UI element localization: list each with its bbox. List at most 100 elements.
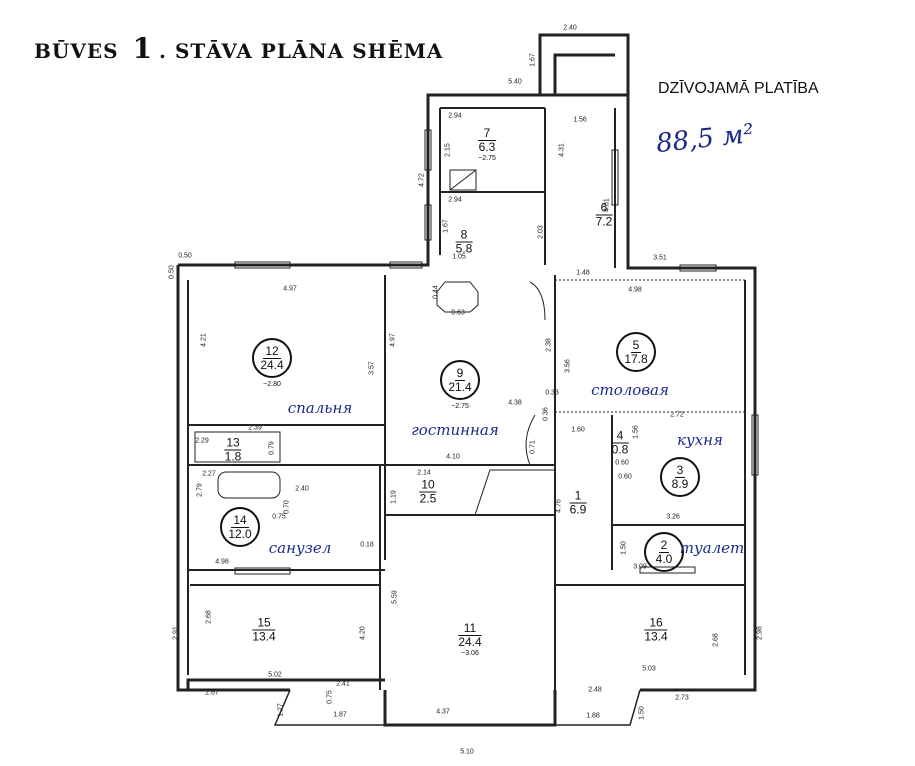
- dimension-label: 2.03: [537, 225, 545, 239]
- room-number: 14: [231, 512, 249, 528]
- dimension-label: 2.29: [195, 437, 209, 445]
- room-area: 13.4: [252, 629, 276, 644]
- dimension-label: 0.50: [178, 252, 192, 260]
- dimension-label: 4.72: [418, 173, 426, 187]
- room-area: 1.8: [224, 449, 242, 464]
- dimension-label: 5.59: [391, 590, 399, 604]
- dimension-label: 2.27: [202, 470, 216, 478]
- room-number: 5: [630, 337, 642, 353]
- dimension-label: 2.68: [205, 610, 213, 624]
- dimension-label: 1.88: [586, 712, 600, 720]
- room-height: ~2.75: [478, 155, 496, 162]
- dimension-label: 2.40: [563, 24, 577, 32]
- dimension-label: 2.67: [205, 689, 219, 697]
- dimension-label: 4.97: [283, 285, 297, 293]
- dimension-label: 3.51: [653, 254, 667, 262]
- dimension-label: 2.73: [675, 694, 689, 702]
- dimension-label: 1.50: [620, 541, 628, 555]
- dimension-label: 3.56: [564, 359, 572, 373]
- room-area: 5.8: [455, 241, 473, 256]
- dimension-label: 0.18: [360, 541, 374, 549]
- dimension-label: 3.57: [368, 361, 376, 375]
- dimension-label: 4.10: [446, 453, 460, 461]
- dimension-label: 2.94: [448, 196, 462, 204]
- dimension-label: 4.97: [389, 333, 397, 347]
- dimension-label: 1.87: [333, 711, 347, 719]
- floor-number: 1: [132, 32, 154, 65]
- room-name: столовая: [591, 381, 669, 399]
- dimension-label: 0.60: [615, 459, 629, 467]
- room-area: 7.2: [595, 214, 613, 229]
- dimension-label: 1.67: [529, 53, 537, 67]
- room-area: 6.3: [478, 140, 496, 154]
- dimension-label: 2.94: [448, 112, 462, 120]
- room-height: ~3.06: [461, 650, 479, 657]
- dimension-label: 2.98: [756, 626, 764, 640]
- room-name: гостинная: [411, 421, 499, 439]
- room-area: 24.4: [458, 635, 482, 649]
- dimension-label: 2.41: [336, 680, 350, 688]
- living-area-label: DZĪVOJAMĀ PLATĪBA: [658, 80, 819, 97]
- dimension-label: 2.15: [444, 143, 452, 157]
- title-text-rest: . STĀVA PLĀNA SHĒMA: [159, 39, 444, 63]
- dimension-label: 1.50: [638, 706, 646, 720]
- dimension-label: 5.02: [268, 671, 282, 679]
- room-number: 2: [658, 537, 670, 553]
- dimension-label: 2.79: [196, 483, 204, 497]
- room-number: 9: [454, 365, 466, 381]
- dimension-label: 0.36: [542, 407, 550, 421]
- room-area: 4.0: [655, 551, 673, 566]
- room-height: ~2.75: [451, 403, 469, 410]
- room-area: 21.4: [448, 379, 472, 394]
- dimension-label: 0.79: [268, 441, 276, 455]
- room-name: кухня: [677, 431, 723, 449]
- windows: [234, 129, 759, 575]
- dimension-label: 2.14: [417, 469, 431, 477]
- dimension-label: 1.60: [571, 426, 585, 434]
- room-area: 8.9: [671, 476, 689, 491]
- dimension-label: 4.21: [200, 333, 208, 347]
- room-area: 12.0: [228, 526, 252, 541]
- room-number: 4: [611, 429, 629, 444]
- room-name: туалет: [679, 539, 745, 557]
- dimension-label: 0.44: [432, 285, 440, 299]
- room-number: 16: [644, 616, 668, 631]
- room-name: спальня: [287, 399, 353, 417]
- dimension-label: 2.40: [295, 485, 309, 493]
- dimension-label: 4.31: [558, 143, 566, 157]
- dimension-label: 1.05: [452, 253, 466, 261]
- dimension-label: 4.98: [628, 286, 642, 294]
- room-area: 2.5: [419, 491, 437, 506]
- dimension-label: 3.26: [666, 513, 680, 521]
- room-number: 11: [458, 622, 482, 636]
- room-number: 6: [595, 201, 613, 216]
- dimension-label: 2.38: [545, 338, 553, 352]
- room-area: 0.8: [611, 442, 629, 457]
- dimension-label: 1.19: [390, 490, 398, 504]
- outer-walls: [176, 33, 757, 727]
- dimension-label: 0.60: [618, 473, 632, 481]
- dimension-label: 0.33: [545, 389, 559, 397]
- room-name: санузел: [268, 539, 332, 557]
- dimension-label: 4.37: [436, 708, 450, 716]
- dimension-label: 0.63: [451, 309, 465, 317]
- dimension-label: 0.71: [529, 440, 537, 454]
- dimension-label: 4.61: [603, 198, 611, 212]
- dimension-label: 0.75: [326, 690, 334, 704]
